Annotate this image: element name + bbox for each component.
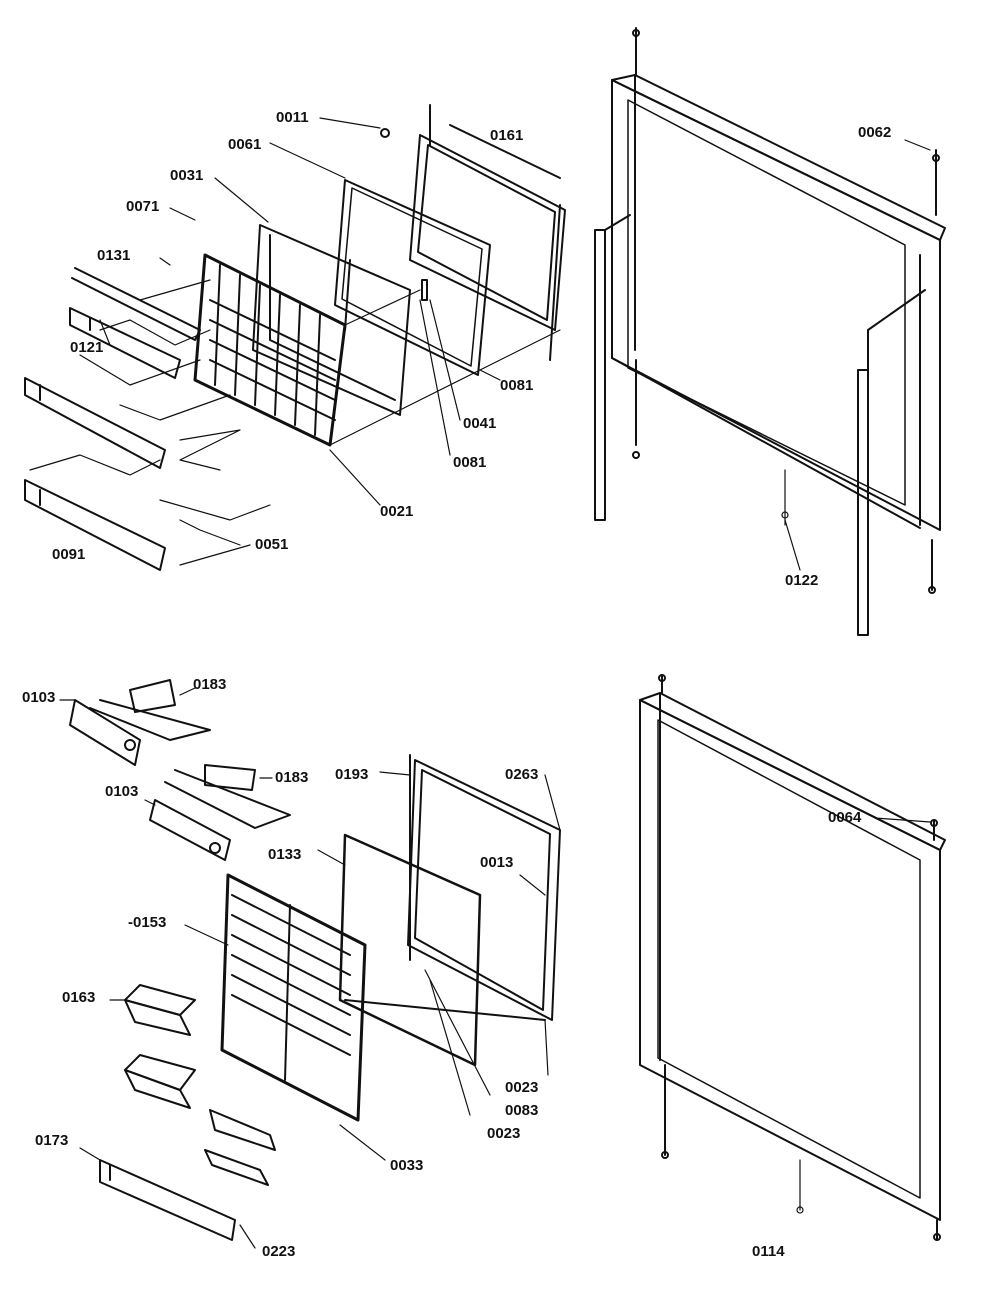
label-0153: -0153	[128, 914, 167, 931]
door-frame-bottom	[640, 693, 945, 1220]
label-0064: 0064	[828, 809, 862, 826]
bin-0163-a	[125, 985, 195, 1035]
assembly-lines-top-left	[30, 280, 560, 545]
label-0031: 0031	[170, 167, 204, 184]
basket-0153	[222, 875, 545, 1120]
drawer-frame-0031	[253, 225, 410, 415]
label-0263: 0263	[505, 766, 539, 783]
bin-0183-b	[165, 765, 290, 828]
hinge-pins-top	[633, 28, 939, 593]
label-0103-a: 0103	[22, 689, 56, 706]
label-0183-a: 0183	[193, 676, 227, 693]
label-0161: 0161	[490, 127, 524, 144]
bin-0121	[70, 308, 180, 378]
label-0033: 0033	[390, 1157, 424, 1174]
handle-left-top	[595, 215, 630, 520]
label-0163: 0163	[62, 989, 96, 1006]
leaders-top-right	[782, 140, 930, 570]
label-0051: 0051	[255, 536, 289, 553]
leaders-bottom-right	[797, 818, 930, 1213]
bin-0163-b	[125, 1055, 195, 1108]
label-0083: 0083	[505, 1102, 539, 1119]
label-0122: 0122	[785, 572, 819, 589]
label-0071: 0071	[126, 198, 160, 215]
leaders-bottom-left	[60, 688, 560, 1248]
panel-0161	[410, 105, 565, 360]
label-0103-b: 0103	[105, 783, 139, 800]
shelf-upper	[25, 378, 165, 468]
label-0041: 0041	[463, 415, 497, 432]
label-0173: 0173	[35, 1132, 69, 1149]
label-0121: 0121	[70, 339, 104, 356]
basket-0021	[195, 255, 345, 445]
label-0011: 0011	[276, 109, 309, 126]
label-0081-b: 0081	[453, 454, 487, 471]
label-0061: 0061	[228, 136, 262, 153]
label-0013: 0013	[480, 854, 514, 871]
shelf-0173	[100, 1160, 235, 1240]
panel-0263	[408, 755, 560, 1020]
screw-0011	[381, 129, 389, 137]
bracket-0103-b	[150, 800, 230, 860]
label-0183-b: 0183	[275, 769, 309, 786]
leaders-top-left	[100, 118, 500, 565]
handle-right-top	[858, 290, 925, 635]
bin-0183-a	[90, 680, 210, 740]
label-0081-a: 0081	[500, 377, 534, 394]
label-0133: 0133	[268, 846, 302, 863]
shelf-0091	[25, 480, 165, 570]
hinge-pins-bottom	[659, 675, 940, 1240]
label-0021: 0021	[380, 503, 414, 520]
label-0193: 0193	[335, 766, 369, 783]
label-0062: 0062	[858, 124, 892, 141]
label-0131: 0131	[97, 247, 131, 264]
label-0091: 0091	[52, 546, 86, 563]
label-0223: 0223	[262, 1243, 296, 1260]
label-0114: 0114	[752, 1243, 785, 1260]
label-0023-a: 0023	[505, 1079, 539, 1096]
door-frame-top	[612, 75, 945, 530]
clip-0041	[422, 280, 427, 300]
bracket-0103-a	[70, 700, 140, 765]
bin-0163-c	[205, 1110, 275, 1185]
label-0023-b: 0023	[487, 1125, 521, 1142]
shelf-0131	[72, 268, 200, 340]
